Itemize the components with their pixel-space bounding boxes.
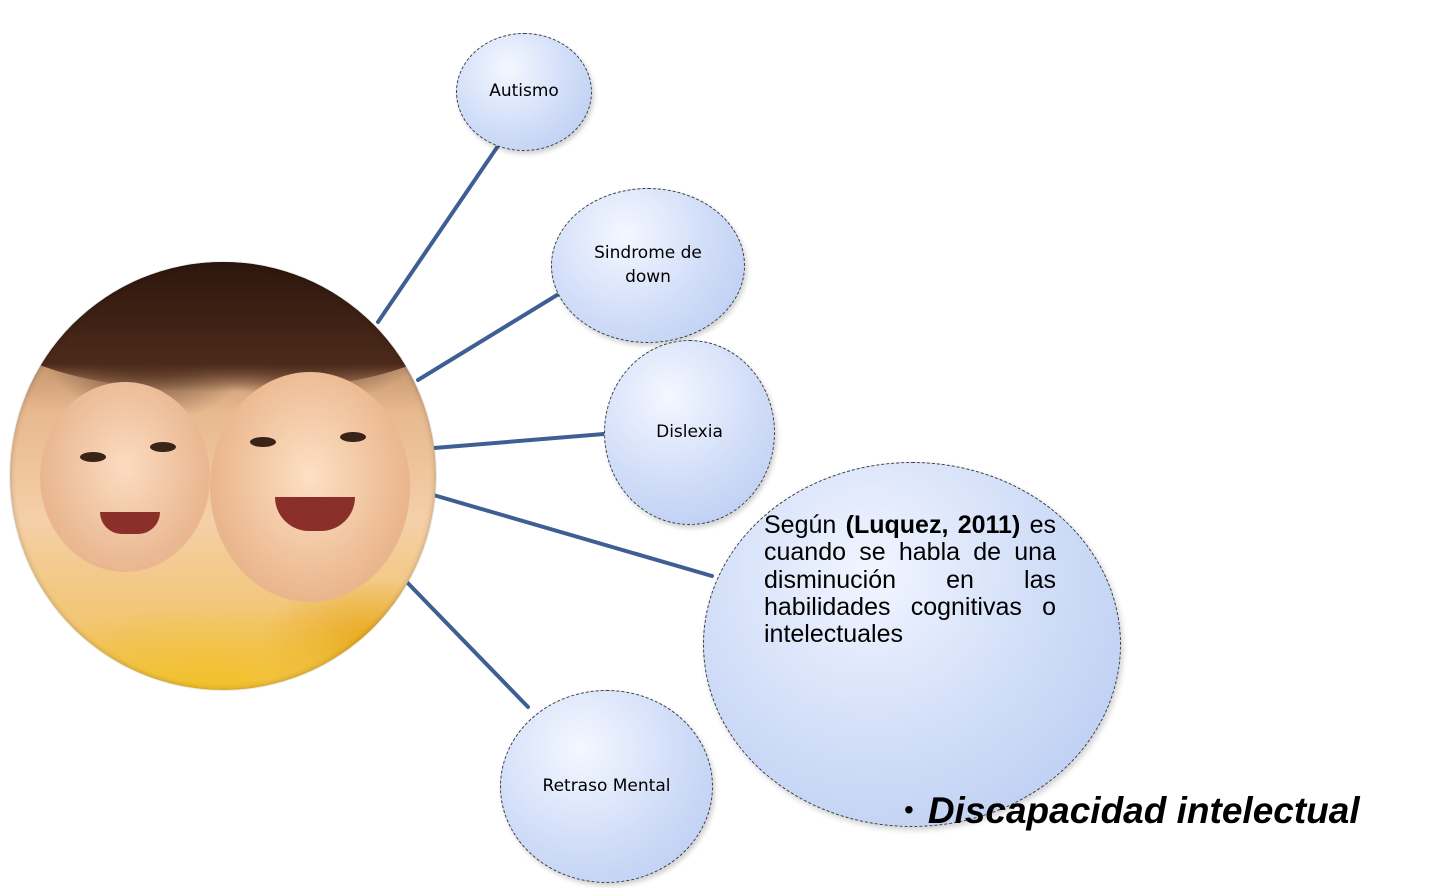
node-autismo: Autismo bbox=[456, 33, 592, 151]
node-dislexia: Dislexia bbox=[604, 340, 775, 525]
connector-dislexia bbox=[432, 432, 606, 450]
definition-body: es cuando se habla de una disminución en… bbox=[764, 511, 1056, 648]
node-sindrome-label: Sindrome de down bbox=[594, 242, 702, 287]
node-dislexia-label: Dislexia bbox=[656, 421, 723, 442]
connector-retraso bbox=[398, 573, 530, 709]
node-definition bbox=[703, 462, 1121, 827]
node-sindrome-de-down: Sindrome de down bbox=[551, 188, 745, 343]
definition-prefix: Según bbox=[764, 511, 846, 539]
diagram-title: • Discapacidad intelectual bbox=[904, 790, 1360, 832]
title-text: Discapacidad intelectual bbox=[927, 790, 1360, 831]
connector-sindrome bbox=[416, 290, 564, 382]
definition-text: Según (Luquez, 2011) es cuando se habla … bbox=[764, 511, 1056, 648]
node-retraso-label: Retraso Mental bbox=[542, 775, 671, 796]
bullet-icon: • bbox=[904, 794, 914, 825]
connector-definition bbox=[428, 492, 714, 578]
node-autismo-label: Autismo bbox=[489, 81, 559, 102]
children-photo bbox=[10, 262, 436, 690]
definition-citation: (Luquez, 2011) bbox=[845, 511, 1021, 539]
node-retraso-mental: Retraso Mental bbox=[500, 690, 713, 883]
